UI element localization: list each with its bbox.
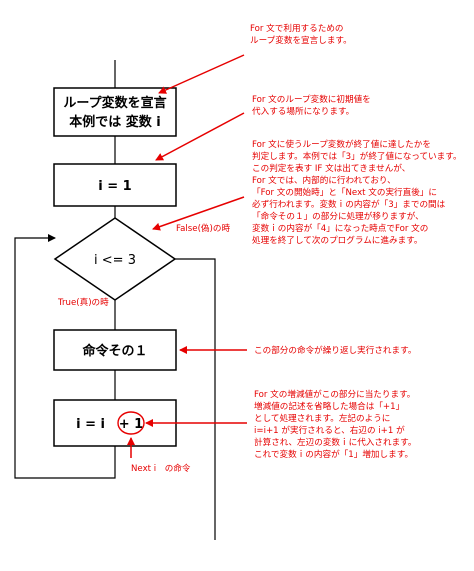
init-box-label: i = 1 [98,179,131,194]
annotation-init-line: 代入する場所になります。 [252,105,354,117]
increment-box-right: + 1 [119,417,143,432]
false-exit-line [175,258,216,540]
annotation-condition: For 文に使うループ変数が終了値に達したかを 判定します。本例では「3」が終了… [252,138,464,246]
annotation-condition-line: 変数ｉの内容が「4」になった時点でFor 文の [252,222,428,234]
annotation-init: For 文のループ変数に初期値を 代入する場所になります。 [252,93,374,117]
increment-highlight-circle [117,411,145,435]
annotation-condition-line: 「命令その１」の部分に処理が移りますが、 [252,210,424,222]
annotation-condition-line: 判定します。本例では「3」が終了値になっています。 [252,150,462,162]
annotation-condition-line: 「For 文の開始時」と「Next 文の実行直後」に [252,186,437,198]
false-label: False(偽)の時 [176,222,230,234]
annotation-condition-line: この判定を表す IF 文は出てきませんが、 [252,162,410,174]
annotation-condition-line: For 文に使うループ変数が終了値に達したかを [252,138,431,150]
annotation-declare-line: For 文で利用するための [250,22,344,34]
command-box-label: 命令その１ [81,343,147,359]
declare-box [53,87,177,137]
loop-back-line [14,234,116,479]
condition-label: i <= 3 [94,253,136,268]
annotation-condition-line: 処理を終了して次のプログラムに進みます。 [252,234,423,246]
command-box [53,329,177,371]
declare-box-line2: 本例では 変数 i [69,114,161,130]
annotation-condition-line: For 文では、内部的に行われており、 [252,174,396,186]
annotation-increment-line: として処理されます。左記のように [254,412,390,424]
annotation-increment-line: これで変数ｉの内容が「1」増加します。 [254,448,413,460]
annotation-condition-line: 必ず行われます。変数ｉの内容が「3」までの間は [252,198,446,210]
flow-lines [14,60,216,540]
annotation-increment: For 文の増減値がこの部分に当たります。 増減値の記述を省略した場合は「+1」… [254,388,419,460]
annotation-increment-line: 計算され、左辺の変数ｉに代入されます。 [254,436,417,448]
true-label: True(真)の時 [57,296,109,308]
declare-box-line1: ループ変数を宣言 [63,95,166,111]
arrow-declare [158,54,245,94]
annotation-declare-line: ループ変数を宣言します。 [250,34,352,46]
annotation-increment-line: For 文の増減値がこの部分に当たります。 [254,388,415,400]
annotation-increment-line: i=i+1 が実行されると、右辺の i+1 が [254,424,405,436]
annotation-init-line: For 文のループ変数に初期値を [252,93,371,105]
arrow-init [155,112,245,161]
next-label: Next i の命令 [131,462,191,474]
condition-diamond [53,217,177,301]
annotation-declare: For 文で利用するための ループ変数を宣言します。 [250,22,352,46]
arrow-condition [152,196,245,231]
annotation-increment-line: 増減値の記述を省略した場合は「+1」 [254,400,404,412]
annotation-command: この部分の命令が繰り返し実行されます。 [254,344,416,356]
annotation-arrows [127,54,247,458]
init-box [53,163,177,207]
increment-box-left: i = i [76,417,105,432]
